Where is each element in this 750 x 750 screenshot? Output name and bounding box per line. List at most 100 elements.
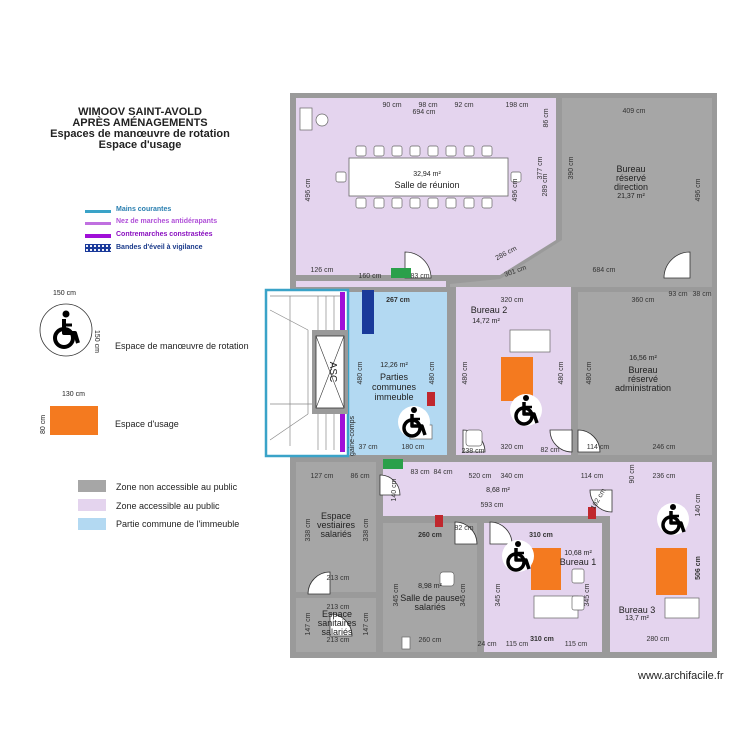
dim-label: 93 cm <box>668 291 687 298</box>
dim-label: 98 cm <box>418 102 437 109</box>
dim-label: 115 cm <box>565 641 588 648</box>
stair-contremarches-top <box>340 292 345 330</box>
dim-label: 246 cm <box>653 444 676 451</box>
dim-label: 260 cm <box>419 637 442 644</box>
dim-label: 377 cm <box>537 156 544 179</box>
dim-label: 684 cm <box>593 267 616 274</box>
dim-label: 37 cm <box>358 444 377 451</box>
dim-label: 82 cm <box>540 447 559 454</box>
dim-label: 147 cm <box>363 612 370 635</box>
dim-label: 345 cm <box>460 583 467 606</box>
bureau1-area: 10,68 m² <box>564 550 592 557</box>
commune-label-2: communes <box>372 382 417 392</box>
legend-zone-commune-label: Partie commune de l'immeuble <box>116 519 240 529</box>
legend-contre-swatch <box>85 234 111 238</box>
reunion-area: 32,94 m² <box>413 171 441 178</box>
dim-label: 82 cm <box>454 525 473 532</box>
pause-area: 8,98 m² <box>418 583 442 590</box>
sanitaires-label-2: sanitaires <box>318 618 357 628</box>
dim-label: 345 cm <box>495 583 502 606</box>
dim-label: 180 cm <box>402 444 425 451</box>
dim-label: 480 cm <box>357 361 364 384</box>
meeting-table <box>348 157 509 197</box>
direction-label-3: direction <box>614 182 648 192</box>
legend-zone-nonaccess-label: Zone non accessible au public <box>116 482 238 492</box>
room-salle-pause <box>383 523 477 652</box>
usage-space-bureau-3 <box>656 548 687 595</box>
dim-label: 260 cm <box>418 532 442 539</box>
fire-equipment <box>427 392 596 527</box>
bureau1-label: Bureau 1 <box>560 557 597 567</box>
dim-label: 480 cm <box>558 361 565 384</box>
dim-label: 213 cm <box>327 575 350 582</box>
gaine-label: gaine-comps <box>349 415 356 456</box>
dim-label: 147 cm <box>305 612 312 635</box>
dim-label: 83 cm <box>410 469 429 476</box>
dim-label: 127 cm <box>311 473 334 480</box>
dim-label: 310 cm <box>530 636 554 643</box>
wheelchair-icon-bureau-3 <box>655 501 691 537</box>
wheelchair-icon-bureau-2 <box>508 392 544 428</box>
landing-bureau2 <box>456 287 571 296</box>
dim-label: 92 cm <box>454 102 473 109</box>
legend-contre-label: Contremarches constrastées <box>116 231 213 238</box>
dim-label: 338 cm <box>363 518 370 541</box>
dim-label: 310 cm <box>529 532 553 539</box>
title-line-2: APRÈS AMÉNAGEMENTS <box>72 117 208 129</box>
dim-label: 289 cm <box>542 173 549 196</box>
admin-label-1: Bureau <box>628 365 657 375</box>
usage-space-bureau-1 <box>531 548 561 590</box>
dim-label: 38 cm <box>692 291 711 298</box>
commune-label-3: immeuble <box>374 392 413 402</box>
dim-label: 345 cm <box>393 583 400 606</box>
legend-usage-label: Espace d'usage <box>115 419 179 429</box>
reunion-bin <box>315 113 329 127</box>
dim-label: 140 cm <box>695 493 702 516</box>
pause-label-1: Salle de pause <box>400 593 460 603</box>
dim-label: 340 cm <box>501 473 524 480</box>
watermark[interactable]: www.archifacile.fr <box>638 670 724 682</box>
dim-label: 480 cm <box>429 361 436 384</box>
admin-area: 16,56 m² <box>629 355 657 362</box>
dim-label: 213 cm <box>327 637 350 644</box>
dim-label: 496 cm <box>695 178 702 201</box>
dim-label: 24 cm <box>477 641 496 648</box>
sanitaires-label-3: salariés <box>321 627 353 637</box>
landing-reunion <box>296 281 446 287</box>
dim-label: 506 cm <box>695 556 702 580</box>
legend-mains-label: Mains courantes <box>116 206 172 213</box>
meeting-chairs <box>335 145 522 209</box>
legend-mains-swatch <box>85 210 111 213</box>
bureau3-area: 13,7 m² <box>625 615 649 622</box>
wheelchair-rotation-icon <box>39 303 93 357</box>
doors <box>307 251 691 637</box>
room-bureau-direction <box>450 98 712 287</box>
dim-label: 280 cm <box>647 636 670 643</box>
admin-label-3: administration <box>615 383 671 393</box>
commune-label-1: Parties <box>380 372 409 382</box>
dim-label: 86 cm <box>543 108 550 127</box>
reunion-label: Salle de réunion <box>394 180 459 190</box>
dim-label: 84 cm <box>433 469 452 476</box>
dim-label: 593 cm <box>481 502 504 509</box>
dim-label: 267 cm <box>386 297 410 304</box>
dim-label: 345 cm <box>584 583 591 606</box>
usage-space-bureau-2 <box>501 357 533 401</box>
dim-label: 480 cm <box>586 361 593 384</box>
room-vestiaires <box>296 462 376 592</box>
wheelchair-icon-bureau-1 <box>500 538 536 574</box>
legend-zone-commune-swatch <box>78 518 106 530</box>
legend-rotation-width: 150 cm <box>53 290 76 297</box>
title-line-3: Espaces de manœuvre de rotation <box>50 128 230 140</box>
dim-label: 126 cm <box>311 267 334 274</box>
vestiaires-label-3: salariés <box>320 529 352 539</box>
bureau2-area: 14,72 m² <box>472 318 500 325</box>
dim-label: 338 cm <box>305 518 312 541</box>
dim-label: 496 cm <box>512 178 519 201</box>
room-bureau-administration <box>578 292 712 455</box>
dim-label: 320 cm <box>501 444 524 451</box>
wheelchair-icon-commune <box>396 404 432 440</box>
dim-label: 320 cm <box>501 297 524 304</box>
couloir-area: 8,68 m² <box>486 487 510 494</box>
